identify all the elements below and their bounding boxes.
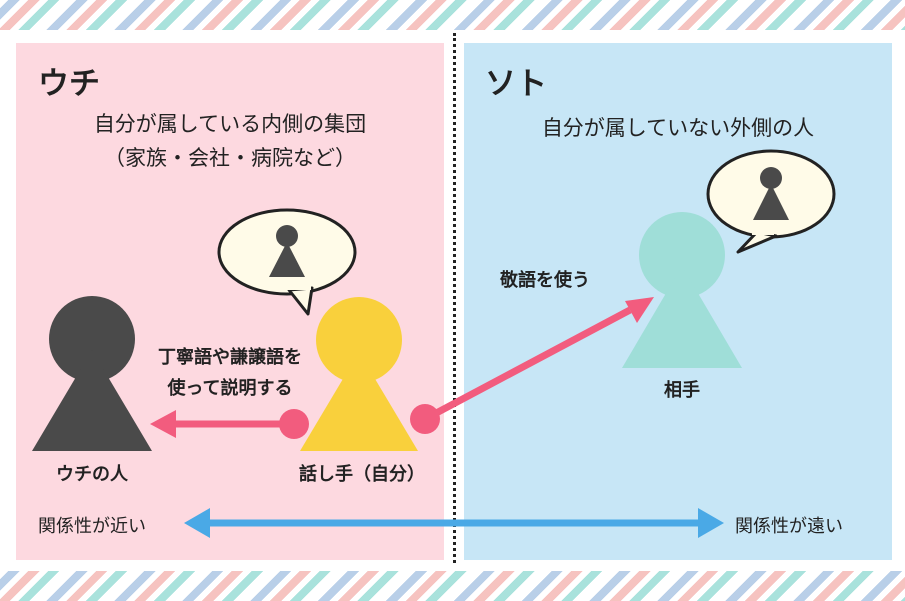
speaker-label: 話し手（自分） <box>299 464 425 485</box>
top-stripe-border <box>0 0 905 30</box>
speaker-figure <box>300 297 418 451</box>
to-soto-label: 敬語を使う <box>500 270 590 291</box>
dotted-divider <box>453 33 456 563</box>
person-silhouette-icon <box>269 225 305 277</box>
person-silhouette-icon <box>753 167 789 220</box>
speaker-to-uchi-arrow-icon <box>150 409 309 439</box>
uchi-heading: ウチ <box>38 66 100 102</box>
soto-description: 自分が属していない外側の人 <box>541 116 815 140</box>
soto-heading: ソト <box>485 66 547 102</box>
uchi-description-line2: （家族・会社・病院など） <box>104 146 356 170</box>
uchi-person-figure <box>32 296 152 451</box>
partner-speech-bubble-icon <box>706 149 836 254</box>
bottom-stripe-border <box>0 571 905 601</box>
uchi-description-line1: 自分が属している内側の集団 <box>93 112 367 136</box>
relationship-scale-arrow-icon <box>184 508 724 538</box>
uchi-person-label: ウチの人 <box>56 464 128 485</box>
to-uchi-label-line2: 使って説明する <box>167 378 293 399</box>
relationship-far-label: 関係性が遠い <box>735 516 843 537</box>
speaker-to-partner-arrow-icon <box>410 297 654 434</box>
to-uchi-label-line1: 丁寧語や謙譲語を <box>158 347 302 368</box>
relationship-near-label: 関係性が近い <box>38 516 146 537</box>
speaker-speech-bubble-icon <box>217 208 357 316</box>
partner-figure <box>622 212 742 368</box>
partner-label: 相手 <box>664 380 700 401</box>
